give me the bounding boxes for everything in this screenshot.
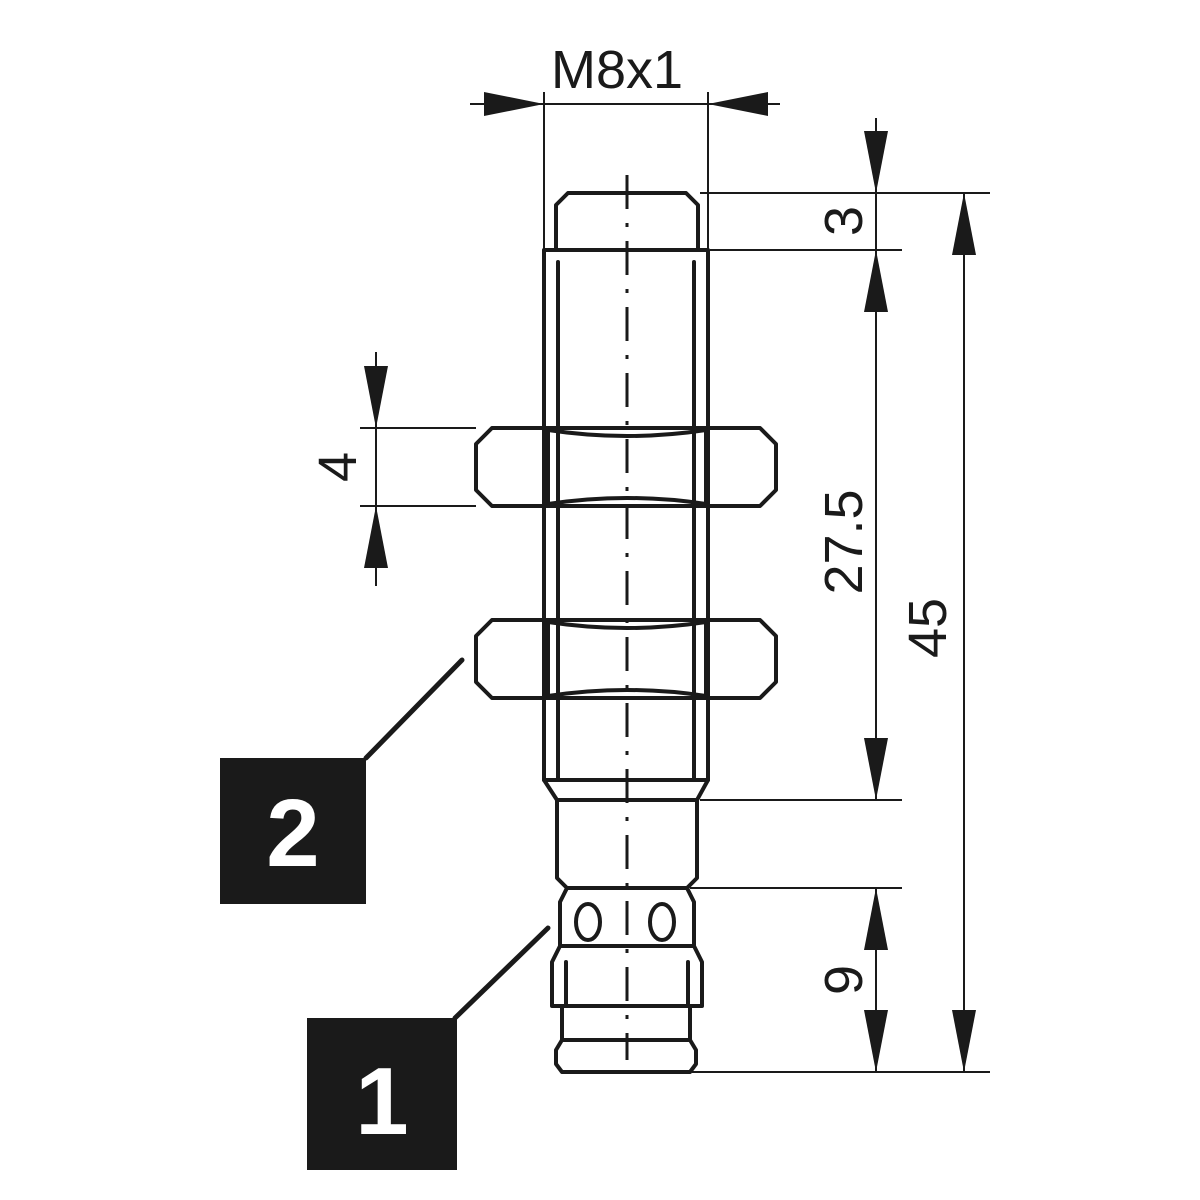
dimension-total-length: 45 (898, 193, 976, 1072)
callout-1: 1 (307, 925, 551, 1170)
sensor-neck (555, 798, 699, 890)
connector-body (558, 886, 696, 948)
dimension-tip-length: 3 (700, 118, 990, 251)
callout-2-label: 2 (266, 780, 319, 887)
dimension-thread-length: 27.5 (700, 250, 902, 801)
dimension-nut-thickness: 4 (308, 352, 476, 586)
dimension-total-length-label: 45 (898, 598, 958, 658)
nut-upper (474, 426, 778, 508)
dimension-thread: M8x1 (470, 40, 780, 250)
callout-2: 2 (220, 657, 465, 904)
connector-collar (550, 944, 704, 1008)
dimension-connector-length-label: 9 (814, 965, 874, 995)
connector-plug (554, 1004, 698, 1074)
connector-hole-right (648, 902, 676, 942)
callout-2-box (220, 758, 366, 904)
dimension-thread-length-label: 27.5 (814, 489, 874, 594)
connector-hole-left (574, 902, 602, 942)
callout-1-box (307, 1018, 457, 1170)
dimension-tip-length-label: 3 (814, 206, 874, 236)
nut-lower (474, 618, 778, 700)
dimension-thread-label: M8x1 (551, 40, 683, 100)
dimension-nut-thickness-label: 4 (308, 452, 368, 482)
dimension-connector-length: 9 (690, 887, 990, 1073)
callout-1-label: 1 (355, 1048, 408, 1155)
